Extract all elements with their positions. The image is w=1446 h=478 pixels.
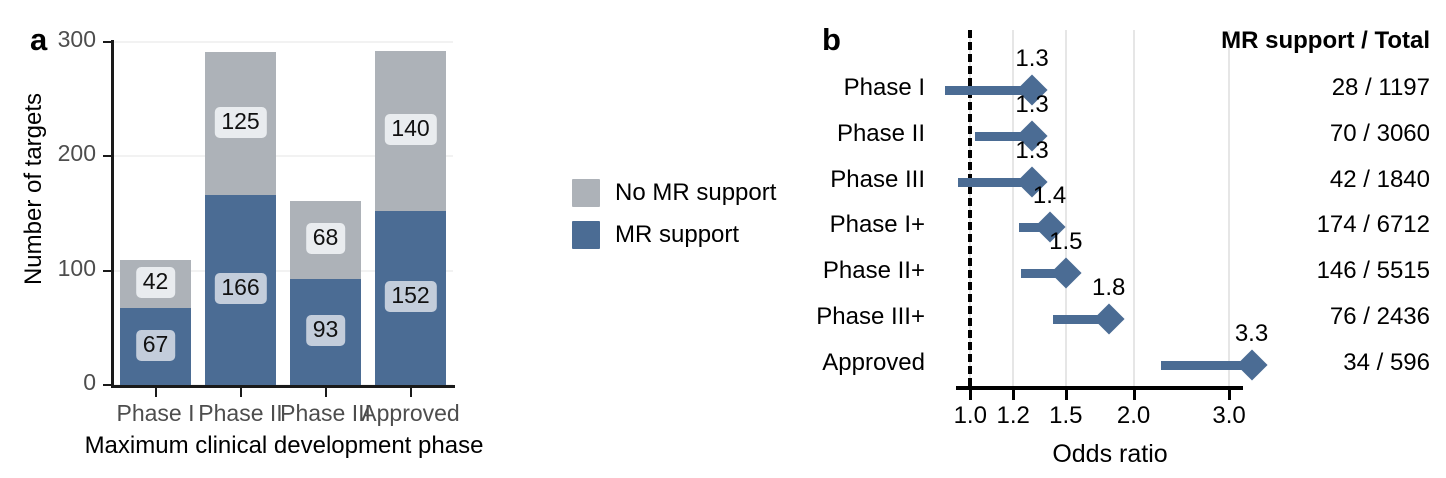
panel-a-x-tick [154,388,157,397]
panel-b-count-value: 70 / 3060 [1329,119,1430,147]
panel-b-row-label: Phase I+ [829,211,925,239]
panel-b-x-tick [1064,390,1068,400]
panel-a-bar-label-no-mr-support: 140 [384,114,437,146]
panel-a-x-tick-label: Phase I [116,400,195,426]
panel-b-x-axis-line [956,386,1244,390]
panel-a-y-tick [103,269,113,272]
panel-b-odds-ratio-label: 1.3 [1015,45,1049,72]
panel-b-x-tick-label: 1.5 [1049,402,1083,429]
panel-a-x-tick [239,388,242,397]
panel-b-row-label: Phase III+ [816,303,925,330]
panel-a-x-axis-title: Maximum clinical development phase [84,432,484,459]
panel-b-count-value: 34 / 596 [1343,348,1430,376]
legend-swatch-icon [572,221,600,249]
panel-a-y-tick-label: 200 [57,140,96,167]
panel-a-bar-label-no-mr-support: 125 [214,106,267,138]
legend-swatch-icon [572,179,600,207]
panel-a-y-tick-label: 100 [57,254,96,281]
panel-b-x-tick-label: 2.0 [1116,402,1151,429]
panel-a-legend-label: No MR support [615,179,777,206]
panel-b-gridline [1012,30,1015,386]
panel-a-bar-label-mr-support: 166 [214,273,267,305]
panel-b-count-value: 174 / 6712 [1316,211,1430,239]
panel-b-reference-line [968,30,973,386]
panel-b-x-tick [969,390,973,400]
panel-a-legend-item[interactable]: MR support [572,214,776,256]
panel-b-odds-ratio-label: 1.4 [1032,182,1067,210]
panel-a-legend-item[interactable]: No MR support [572,172,776,214]
panel-b-point-estimate-diamond [1050,257,1082,289]
panel-b-confidence-interval-bar [1161,360,1252,370]
panel-b-letter: b [822,22,841,57]
panel-b-confidence-interval-bar [945,86,1033,95]
panel-b-x-tick-label: 1.2 [996,402,1030,429]
panel-b-x-tick-label: 1.0 [953,402,987,429]
panel-a-x-tick [409,388,412,397]
panel-b-confidence-interval-bar [958,177,1029,187]
panel-b-count-value: 42 / 1840 [1329,165,1430,193]
panel-b-count-value: 76 / 2436 [1329,303,1430,330]
panel-b-odds-ratio-label: 3.3 [1234,319,1269,347]
panel-a-y-tick [103,384,113,386]
panel-b-x-tick [1228,390,1232,400]
panel-a-x-tick-label: Approved [361,400,460,426]
panel-a-y-tick-label: 0 [83,369,96,395]
panel-b-x-tick [1132,390,1136,400]
panel-b-confidence-interval-bar [974,131,1033,141]
panel-a-legend-label: MR support [615,221,740,248]
panel-a-y-axis-line [111,40,114,387]
panel-b-confidence-interval-bar [1052,315,1109,324]
panel-b-odds-ratio-label: 1.8 [1092,274,1126,301]
panel-a-x-tick-label: Phase III [280,400,371,426]
panel-b-count-value: 28 / 1197 [1331,74,1430,101]
panel-b-gridline [1132,30,1135,386]
panel-b-count-column-header: MR support / Total [1221,27,1430,54]
panel-b-odds-ratio-label: 1.3 [1015,90,1049,118]
panel-a-gridline [113,155,453,158]
panel-a-x-tick [324,388,327,397]
panel-a-y-tick-label: 300 [57,26,96,52]
panel-b-x-tick [1012,390,1016,400]
panel-a-gridline [113,41,453,43]
panel-b-x-tick-label: 3.0 [1212,402,1246,429]
panel-a-legend: No MR support MR support [572,172,776,256]
panel-a-bar-label-mr-support: 67 [135,329,176,361]
panel-a-x-axis-line [111,385,455,388]
panel-b-odds-ratio-label: 1.5 [1049,228,1083,256]
panel-b-gridline [1228,30,1231,386]
panel-a-bar-label-no-mr-support: 68 [305,222,346,254]
panel-b-row-label: Phase I [843,74,925,101]
panel-b-row-label: Phase III [830,165,925,193]
panel-b-point-estimate-diamond [1093,303,1125,335]
panel-a-bar-label-no-mr-support: 42 [135,267,176,299]
panel-a-letter: a [30,22,48,57]
panel-b-count-value: 146 / 5515 [1316,257,1430,285]
panel-a-y-axis-title: Number of targets [20,92,47,286]
panel-a-y-tick [103,155,113,158]
panel-a-y-tick [103,41,113,43]
panel-b-row-label: Phase II [836,119,925,147]
panel-b-odds-ratio-label: 1.3 [1015,136,1049,164]
panel-b-x-axis-title: Odds ratio [1052,440,1168,468]
panel-a-x-tick-label: Phase II [198,400,283,426]
panel-b-gridline [1064,30,1067,386]
panel-b-confidence-interval-bar [1020,269,1065,279]
panel-a-gridline [113,269,453,272]
panel-a-bar-label-mr-support: 93 [305,314,346,346]
panel-b-row-label: Phase II+ [822,257,925,285]
panel-a-bar-label-mr-support: 152 [384,281,437,313]
panel-a: a Number of targets 0 100 200 300 42 67 125 16… [20,22,776,459]
panel-b-row-label: Approved [822,348,925,376]
